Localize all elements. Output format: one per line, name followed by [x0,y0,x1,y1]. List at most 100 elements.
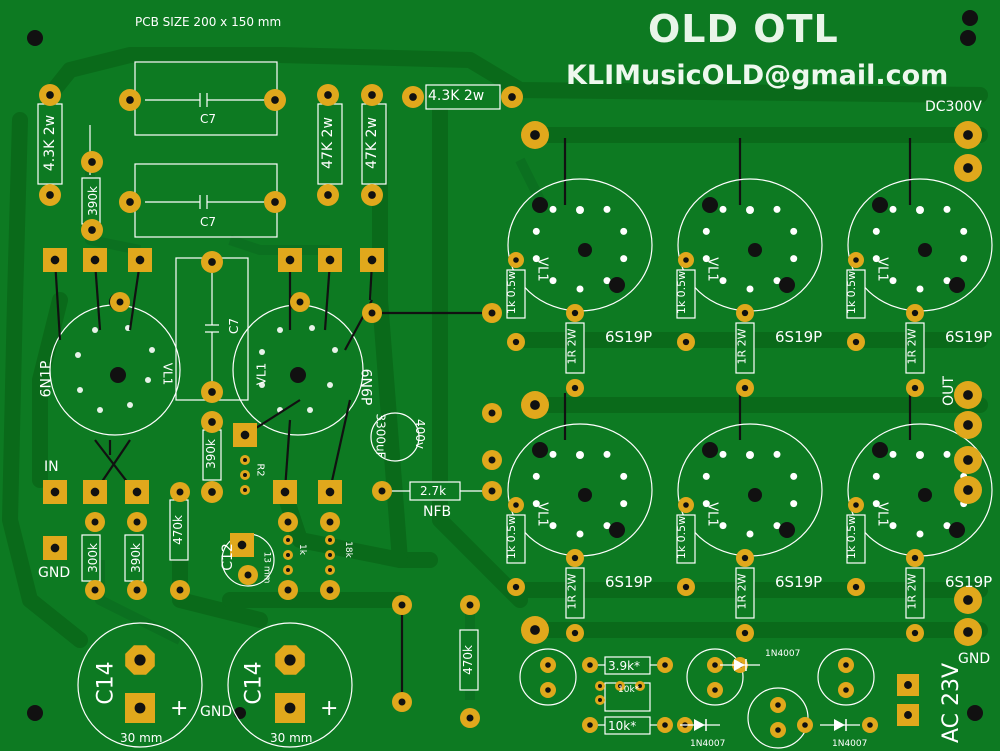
square-pad [230,533,254,557]
solder-pad [278,580,298,600]
solder-pad [847,578,865,596]
solder-pad [582,717,598,733]
email-label: KLIMusicOLD@gmail.com [566,60,949,91]
solder-pad [482,403,502,423]
gnd-right-label: GND [958,651,991,667]
r-47k-b-label: 47K 2w [363,117,380,169]
power-tube-socket [676,178,823,374]
c14-size-b: 30 mm [270,731,313,745]
c7-label-c: C7 [227,317,242,335]
connector-pad [954,586,982,614]
solder-pad [848,497,864,513]
trimmer-pad [325,565,335,575]
vl1-preamp-a-label: VL1 [160,362,175,386]
solder-pad [906,549,924,567]
power-tube-cathode-resistor-label: 1R 2W [735,573,749,610]
ac23v-label: AC 23V [939,662,965,744]
c12-label: C12 [219,543,236,571]
solder-pad [362,303,382,323]
solder-pad [508,252,524,268]
square-pad [273,480,297,504]
solder-pad [582,657,598,673]
solder-pad [482,481,502,501]
solder-pad [566,624,584,642]
c14-square-pad-a [125,693,155,723]
r-300k-label: 300k [85,543,100,573]
power-tube-socket [506,178,653,374]
solder-pad [201,251,223,273]
solder-pad [392,595,412,615]
solder-pad [290,292,310,312]
solder-pad [85,512,105,532]
power-tube-vl1-label: VL1 [704,257,720,282]
connector-pad [954,121,982,149]
solder-pad [507,578,525,596]
square-pad [318,480,342,504]
solder-pad [906,379,924,397]
power-tube-model-label: 6S19P [775,328,823,346]
solder-pad [127,580,147,600]
r-470k-a-label: 470k [170,515,185,545]
solder-pad [566,304,584,322]
solder-pad [677,333,695,351]
solder-pad [170,580,190,600]
pcb-size-label: PCB SIZE 200 x 150 mm [135,15,282,29]
power-tube-cathode-resistor-label: 1R 2W [905,573,919,610]
c14-label-b: C14 [241,661,267,705]
solder-pad [119,191,141,213]
ac-pad-a [897,674,919,696]
power-tube-vl1-label: VL1 [874,257,890,282]
solder-pad [402,86,424,108]
c12-size-label: 13 mm [261,551,272,584]
solder-pad [201,381,223,403]
power-tube-cathode-resistor-label: 1R 2W [905,328,919,365]
power-tube-grid-resistor-label: 1k 0.5w [675,515,689,560]
solder-pad [566,379,584,397]
out-label: OUT [940,376,957,406]
solder-pad [39,184,61,206]
power-tube-model-label: 6S19P [605,573,653,591]
solder-pad [317,84,339,106]
solder-pad [657,717,673,733]
power-tube-model-label: 6S19P [945,573,993,591]
solder-pad [81,151,103,173]
diode-1n4007 [680,719,720,731]
square-pad [83,480,107,504]
c14-pad-a [125,645,155,675]
tube-6n6p-label: 6N6P [357,368,374,406]
square-pad [125,480,149,504]
trim-1k-label: 1k [296,544,307,555]
trimmer-pad [283,550,293,560]
power-tube-vl1-label: VL1 [534,502,550,527]
gnd-bottom-label: GND [200,704,233,720]
solder-pad [264,191,286,213]
solder-pad [39,84,61,106]
solder-pad [540,682,556,698]
solder-pad [657,657,673,673]
solder-pad [906,624,924,642]
power-tube-cathode-resistor-label: 1R 2W [735,328,749,365]
solder-pad [566,549,584,567]
trimmer-pad [325,550,335,560]
in-label: IN [44,459,59,475]
connector-pad [954,446,982,474]
solder-pad [677,578,695,596]
solder-pad [906,304,924,322]
r-39k-label: 3.9k* [608,659,641,673]
solder-pad [838,682,854,698]
r2-label: R2 [254,463,266,477]
trimmer-pad [635,681,645,691]
solder-pad [170,482,190,502]
solder-pad [482,303,502,323]
solder-pad [127,512,147,532]
power-tube-socket [846,423,993,619]
r-390k-low-label: 390k [128,543,143,573]
solder-pad [317,184,339,206]
square-pad [43,480,67,504]
solder-pad [201,411,223,433]
square-pad [233,423,257,447]
r-43k-vertical-label: 4.3K 2w [42,114,59,172]
nfb-label: NFB [423,504,452,520]
